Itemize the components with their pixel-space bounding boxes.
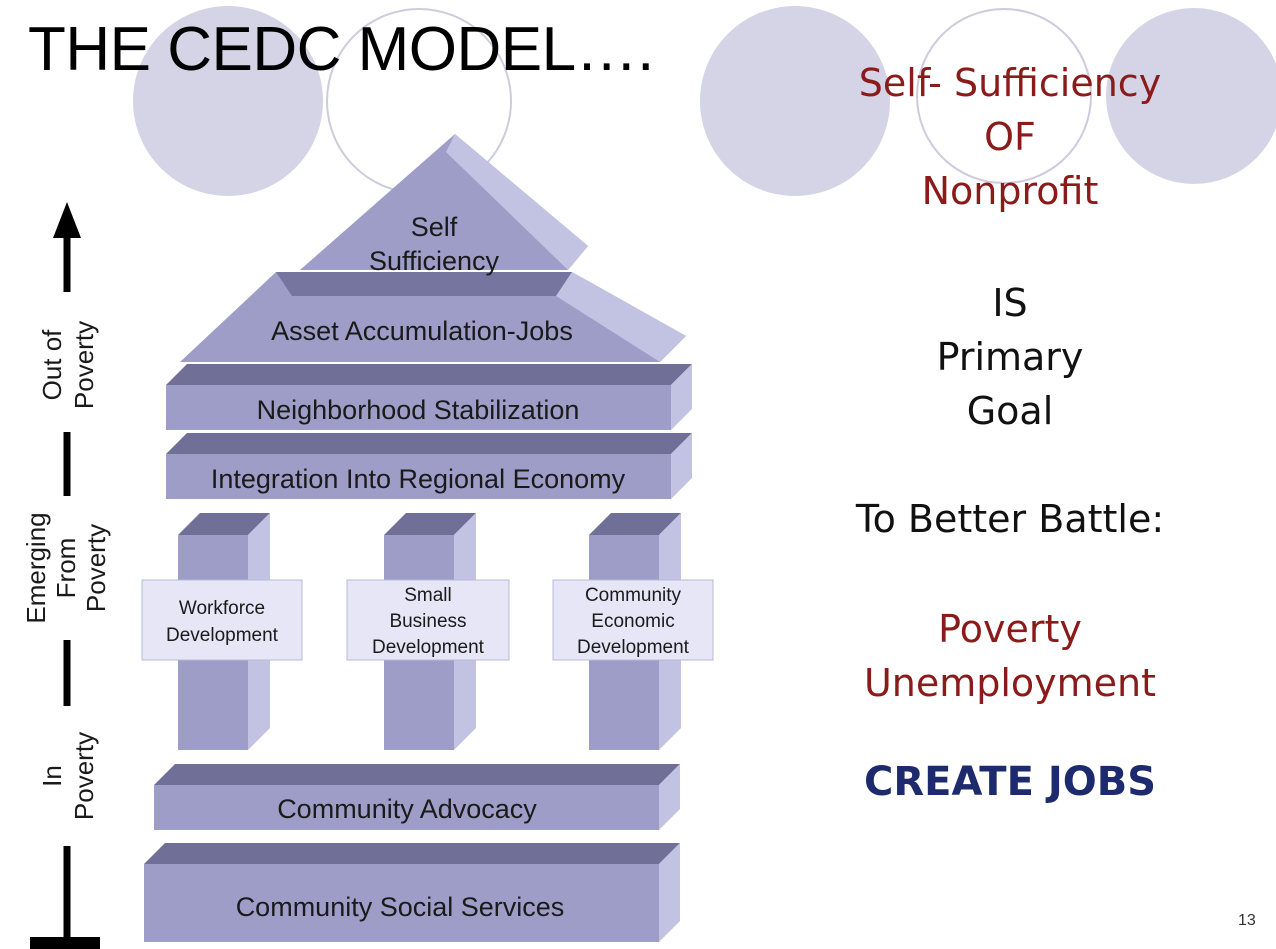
decor-circle-5 — [1106, 8, 1276, 184]
label-roof-line1: Self — [411, 212, 458, 242]
label-community-advocacy: Community Advocacy — [277, 794, 537, 824]
right-poverty-line: Poverty — [938, 607, 1082, 651]
pillar-label-line: Development — [577, 637, 690, 658]
right-goal-line2: Primary — [936, 335, 1084, 379]
axis-label-in-line2: Poverty — [69, 732, 99, 820]
right-battle-line: To Better Battle: — [855, 497, 1165, 541]
pillar-label-workforce: Workforce Development — [141, 579, 303, 661]
axis-label-in-line1: In — [37, 765, 67, 787]
pillar-label-community-economic: Community Economic Development — [552, 579, 714, 661]
right-heading-line2: OF — [984, 115, 1036, 159]
decor-circle-3 — [700, 6, 890, 196]
label-neighborhood: Neighborhood Stabilization — [257, 395, 580, 425]
label-integration: Integration Into Regional Economy — [211, 464, 626, 494]
axis-arrow-head — [53, 202, 81, 238]
axis-label-out-line1: Out of — [37, 329, 67, 401]
decor-circle-4 — [916, 8, 1092, 184]
label-roof-line2: Sufficiency — [369, 246, 500, 276]
page-number: 13 — [1238, 912, 1256, 929]
label-community-social-services: Community Social Services — [236, 892, 565, 922]
pillar-label-line: Economic — [591, 611, 674, 632]
right-goal-line3: Goal — [966, 389, 1054, 433]
axis-label-emerging-line2: From — [51, 538, 81, 599]
axis-label-emerging-line1: Emerging — [21, 512, 51, 623]
block-community-advocacy: Community Advocacy — [154, 764, 680, 830]
right-unemployment-line: Unemployment — [863, 661, 1157, 705]
right-heading-line3: Nonprofit — [921, 169, 1099, 213]
pillar-label-small-business: Small Business Development — [346, 579, 510, 661]
block-self-sufficiency: Self Sufficiency — [300, 134, 588, 276]
slide-title: THE CEDC MODEL…. — [28, 15, 654, 84]
right-heading-line1: Self- Sufficiency — [858, 61, 1162, 105]
right-goal-line1: IS — [992, 281, 1028, 325]
pillar-label-line: Development — [166, 625, 279, 646]
pillar-label-line: Community — [585, 585, 682, 606]
block-asset-accumulation: Asset Accumulation-Jobs — [180, 272, 686, 362]
decor-circle-1 — [133, 6, 323, 196]
block-community-social-services: Community Social Services — [144, 843, 680, 942]
right-create-jobs: CREATE JOBS — [863, 759, 1157, 805]
axis-base-bar — [30, 937, 100, 949]
block-neighborhood: Neighborhood Stabilization — [166, 364, 692, 430]
label-asset-accumulation: Asset Accumulation-Jobs — [271, 316, 573, 346]
block-integration: Integration Into Regional Economy — [166, 433, 692, 499]
poverty-axis: Out of Poverty Emerging From Poverty In … — [21, 202, 111, 949]
pillar-label-line: Business — [389, 611, 466, 632]
pillar-label-line: Small — [404, 585, 452, 606]
axis-label-emerging-line3: Poverty — [81, 524, 111, 612]
pillar-label-line: Development — [372, 637, 485, 658]
axis-label-out-line2: Poverty — [69, 321, 99, 409]
pillar-label-line: Workforce — [179, 598, 265, 619]
